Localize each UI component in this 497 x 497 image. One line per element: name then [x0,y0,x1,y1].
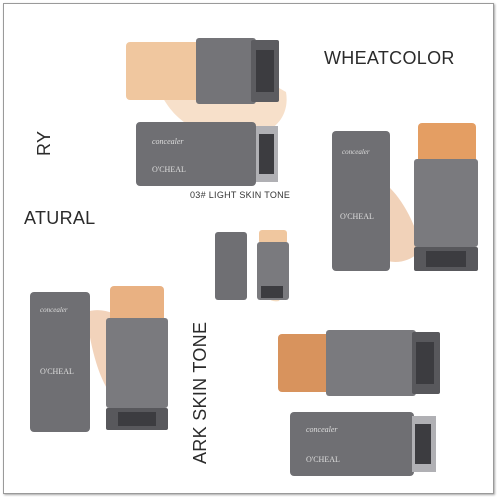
concealer-brand-text: concealer [152,137,184,146]
brand-logo-text: O'CHEAL [40,367,74,376]
label-wheatcolor: WHEATCOLOR [324,48,455,68]
concealer-brand-text: concealer [40,306,68,314]
label-natural-partial: ATURAL [24,208,96,228]
brand-logo-text: O'CHEAL [306,455,340,464]
label-dark-skin-tone-partial: ARK SKIN TONE [190,321,210,464]
wheat-shade-stick-pair: concealer O'CHEAL [332,123,478,271]
dark-shade-stick-pair: concealer O'CHEAL [278,330,440,476]
natural-shade-tip [110,286,164,322]
brand-logo-text: O'CHEAL [152,165,186,174]
concealer-brand-text: concealer [306,425,338,434]
product-collage: concealer O'CHEAL concealer O'CHEAL conc… [3,3,494,494]
light-shade-stick-pair: concealer O'CHEAL [126,38,287,186]
label-light-skin-tone: 03# LIGHT SKIN TONE [190,190,291,200]
wheat-shade-tip [418,123,476,163]
concealer-brand-text: concealer [342,148,370,156]
dark-shade-tip [278,334,330,392]
light-shade-tip [126,42,201,100]
natural-shade-stick-pair: concealer O'CHEAL [30,286,168,432]
label-ivory-partial: RY [34,130,54,156]
center-stick-pair [215,230,289,302]
brand-logo-text: O'CHEAL [340,212,374,221]
